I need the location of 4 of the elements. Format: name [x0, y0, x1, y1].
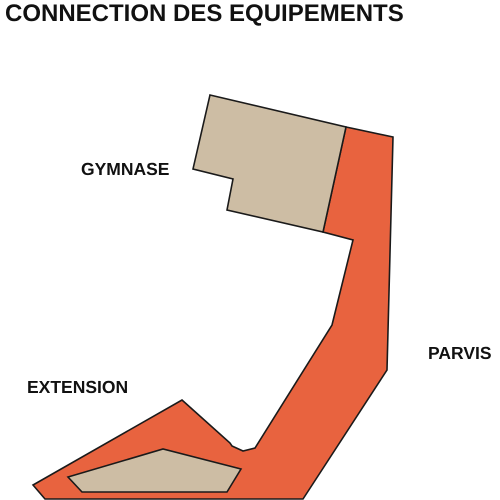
area-label: PARVIS	[428, 345, 492, 362]
title: CONNECTION DES EQUIPEMENTS	[5, 2, 404, 26]
area-label: EXTENSION	[27, 379, 128, 396]
area-label: GYMNASE	[81, 161, 170, 178]
